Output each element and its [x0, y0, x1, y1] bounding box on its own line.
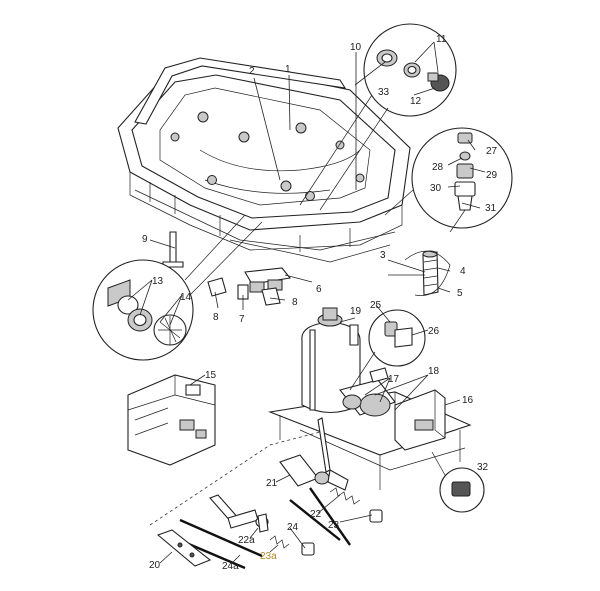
label-3: 3 — [380, 250, 386, 261]
equipment-skid — [267, 307, 472, 490]
label-27: 27 — [486, 146, 498, 157]
label-7: 7 — [239, 314, 245, 325]
label-8a: 8 — [213, 312, 219, 323]
label-12: 12 — [410, 96, 422, 107]
label-11: 11 — [436, 34, 447, 45]
label-25: 25 — [370, 300, 382, 311]
label-28: 28 — [432, 162, 444, 173]
label-9: 9 — [142, 234, 148, 245]
label-16: 16 — [462, 395, 474, 406]
label-6: 6 — [316, 284, 322, 295]
label-8b: 8 — [292, 297, 298, 308]
label-15: 15 — [205, 370, 217, 381]
label-2: 2 — [249, 66, 255, 77]
label-23: 23 — [328, 520, 340, 531]
label-29: 29 — [486, 170, 498, 181]
part-number-labels: 1 2 10 11 33 12 27 28 29 30 31 9 3 4 5 6… — [142, 34, 498, 572]
label-30: 30 — [430, 183, 442, 194]
label-4: 4 — [460, 266, 466, 277]
label-33: 33 — [378, 87, 390, 98]
label-22a: 22a — [238, 535, 255, 546]
label-22: 22 — [310, 509, 322, 520]
label-24a: 24a — [222, 561, 239, 572]
jet-body-12 — [427, 72, 450, 92]
label-18: 18 — [428, 366, 440, 377]
detail-circle-sensor — [349, 309, 426, 391]
detail-circle-suction — [92, 214, 263, 361]
label-23a: 23a — [260, 551, 277, 562]
label-19: 19 — [350, 306, 362, 317]
tub-assembly — [117, 57, 411, 268]
detail-circle-jet — [299, 23, 457, 211]
label-14: 14 — [180, 292, 192, 303]
jet-nozzle-11 — [376, 49, 421, 78]
detail-circle-32 — [431, 451, 485, 513]
label-5: 5 — [457, 288, 463, 299]
label-20: 20 — [149, 560, 161, 571]
label-10: 10 — [350, 42, 362, 53]
label-26: 26 — [428, 326, 440, 337]
label-24: 24 — [287, 522, 299, 533]
label-32: 32 — [477, 462, 489, 473]
water-heater-15 — [127, 374, 216, 466]
label-21: 21 — [266, 478, 278, 489]
label-1: 1 — [285, 64, 291, 75]
label-31: 31 — [485, 203, 497, 214]
detail-circle-air-valve — [384, 127, 513, 233]
label-17: 17 — [388, 374, 400, 385]
leader-lines — [127, 41, 486, 564]
label-13: 13 — [152, 276, 164, 287]
pipe-detail — [404, 250, 451, 296]
valve-manifold — [207, 267, 292, 306]
